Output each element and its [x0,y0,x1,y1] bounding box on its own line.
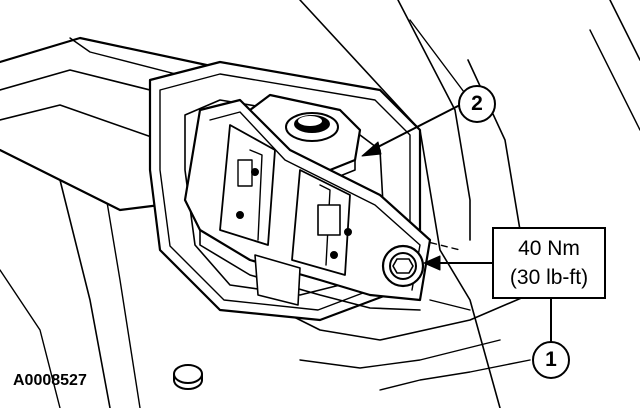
callout-leaders [361,105,552,342]
torque-imperial: (30 lb-ft) [509,266,589,289]
bolt [381,244,425,288]
figure-id: A0008527 [13,372,87,389]
callout-1: 1 [532,341,570,379]
torque-metric: 40 Nm [518,237,580,260]
callout-2: 2 [458,85,496,123]
torque-spec-box: 40 Nm (30 lb-ft) [492,227,606,299]
plug [173,364,203,390]
